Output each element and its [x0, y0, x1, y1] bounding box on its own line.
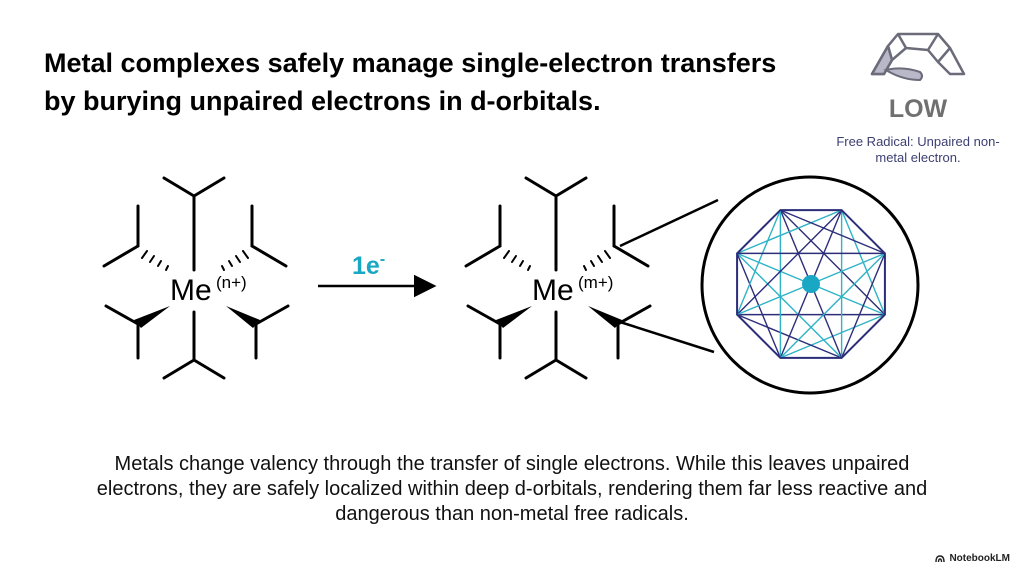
electron-charge-sup: -	[380, 251, 385, 268]
gauge-low-segment	[870, 44, 894, 76]
brand-label: NotebookLM	[949, 553, 1010, 564]
arrow-electron-label: 1e-	[352, 251, 385, 280]
notebooklm-logo-icon	[935, 554, 946, 562]
hashed-bond	[583, 250, 611, 271]
page-title: Metal complexes safely manage single-ele…	[44, 48, 777, 116]
gauge-caption: Free Radical: Unpaired non-metal electro…	[836, 134, 1000, 165]
electron-count: 1e	[352, 252, 380, 280]
wedge-bond	[496, 306, 532, 328]
hashed-bond	[221, 250, 249, 271]
hashed-bond	[141, 250, 169, 271]
right-metal-label: Me	[532, 274, 574, 307]
orbital-connection-line	[736, 209, 842, 255]
hashed-bond	[503, 250, 531, 271]
d-orbital-octagon-icon	[736, 209, 886, 359]
unpaired-electron	[802, 275, 820, 293]
gauge-level-label: LOW	[888, 95, 948, 123]
electron-transfer-diagram: Me (n+) 1e- Me (m+)	[102, 175, 920, 395]
octagon-outline	[736, 209, 886, 359]
orbital-connection-line	[780, 209, 886, 255]
left-metal-label: Me	[170, 274, 212, 307]
orbital-connection-line	[779, 252, 886, 359]
explanation-text: Metals change valency through the transf…	[96, 453, 928, 525]
risk-gauge	[870, 32, 966, 82]
wedge-bond	[588, 306, 622, 328]
orbital-connection-line	[840, 253, 886, 359]
zoom-line-top	[619, 198, 719, 248]
left-complex	[102, 176, 290, 380]
right-metal-charge: (m+)	[578, 273, 613, 292]
gauge-needle-icon	[883, 67, 923, 82]
orbital-connection-line	[736, 209, 782, 315]
right-complex	[464, 176, 652, 380]
wedge-bond	[226, 306, 260, 328]
left-metal-charge: (n+)	[216, 273, 247, 292]
zoom-line-bottom	[619, 320, 715, 354]
wedge-bond	[134, 306, 170, 328]
brand-watermark: NotebookLM	[935, 553, 1010, 564]
